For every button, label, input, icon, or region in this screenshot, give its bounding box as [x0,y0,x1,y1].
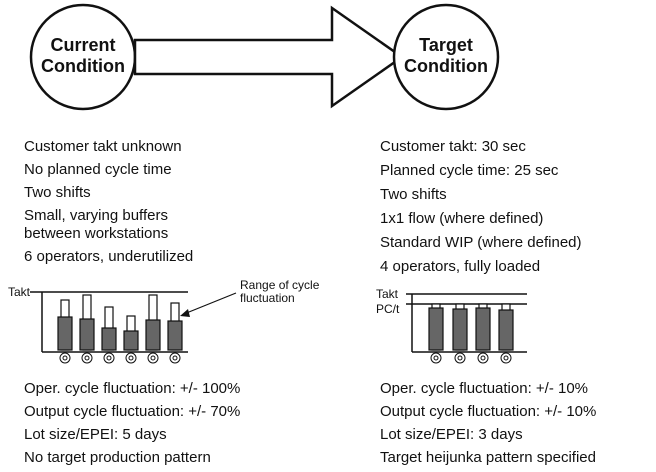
current-condition-item: Small, varying buffers [24,207,168,224]
current-bars [57,294,183,351]
target-condition-item: Two shifts [380,186,447,203]
current-condition-item: 6 operators, underutilized [24,248,194,265]
target-bars [428,303,514,351]
target-bar-fill [498,309,514,351]
operator-icon [169,352,181,364]
annotation-arrow-line [183,292,237,315]
current-results-list: Oper. cycle fluctuation: +/- 100% Output… [24,380,240,467]
current-conditions-list: Customer takt unknown No planned cycle t… [24,138,193,266]
current-condition-item: between workstations [24,225,169,242]
current-bar-fill [101,327,117,351]
operator-icon [477,352,489,364]
target-bar-fill [475,307,491,351]
target-result-item: Output cycle fluctuation: +/- 10% [380,403,597,420]
target-condition-title: Target Condition [396,35,496,77]
current-takt-label: Takt [8,285,31,299]
target-title-line2: Condition [404,56,488,76]
current-bar-fill [145,319,161,351]
target-conditions-list: Customer takt: 30 sec Planned cycle time… [380,138,582,276]
current-condition-title: Current Condition [33,35,133,77]
target-condition-item: Planned cycle time: 25 sec [380,162,559,179]
current-title-line2: Condition [41,56,125,76]
target-pct-label: PC/t [376,302,400,316]
target-condition-item: Standard WIP (where defined) [380,234,582,251]
target-condition-item: 1x1 flow (where defined) [380,210,544,227]
cycle-fluctuation-annotation: Range of cycle fluctuation [240,279,319,305]
current-condition-item: Customer takt unknown [24,138,182,155]
progress-arrow [133,5,405,109]
operator-icon [81,352,93,364]
current-operator-icons [59,352,181,364]
target-condition-item: Customer takt: 30 sec [380,138,526,155]
header-graphics [29,3,500,111]
current-bar-fill [123,330,139,351]
operator-icon [59,352,71,364]
target-bar-fill [452,308,468,351]
annotation-line1: Range of cycle [240,278,320,292]
target-operator-icons [430,352,512,364]
operator-icon [500,352,512,364]
operator-icon [147,352,159,364]
operator-icon [103,352,115,364]
current-bar-fill [57,316,73,351]
operator-icon [125,352,137,364]
current-result-item: Oper. cycle fluctuation: +/- 100% [24,380,241,397]
target-bar-fill [428,307,444,351]
target-result-item: Oper. cycle fluctuation: +/- 10% [380,380,589,397]
target-condition-circle [392,3,500,111]
target-condition-item: 4 operators, fully loaded [380,258,541,275]
operator-icon [454,352,466,364]
target-result-item: Target heijunka pattern specified [380,449,596,466]
current-result-item: Lot size/EPEI: 5 days [24,426,167,443]
current-condition-item: Two shifts [24,184,91,201]
target-title-line1: Target [419,35,473,55]
annotation-line2: fluctuation [240,291,295,305]
current-title-line1: Current [50,35,116,55]
annotation-arrowhead [180,309,190,317]
target-result-item: Lot size/EPEI: 3 days [380,426,523,443]
current-bar-fill [79,318,95,351]
target-results-list: Oper. cycle fluctuation: +/- 10% Output … [380,380,596,467]
current-bar-fill [167,320,183,351]
target-takt-label: Takt [376,287,399,301]
current-condition-item: No planned cycle time [24,161,172,178]
current-result-item: Output cycle fluctuation: +/- 70% [24,403,241,420]
current-result-item: No target production pattern [24,449,211,466]
operator-icon [430,352,442,364]
